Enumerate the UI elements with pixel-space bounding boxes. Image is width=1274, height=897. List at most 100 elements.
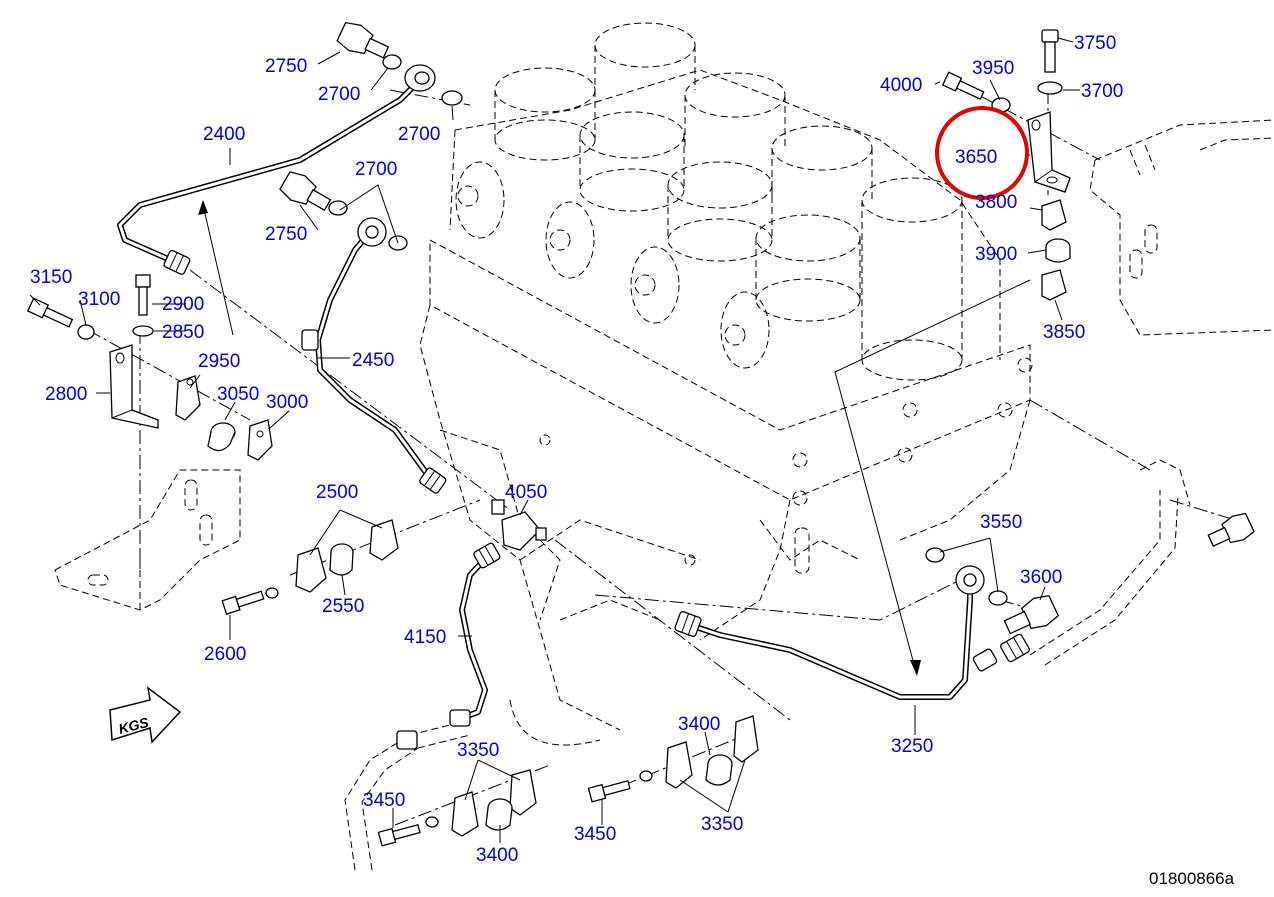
callout-4150[interactable]: 4150 <box>404 627 446 648</box>
cylinder-5 <box>667 161 773 262</box>
seal-ring-3550-a <box>925 547 945 563</box>
callout-2600[interactable]: 2600 <box>204 644 246 665</box>
fuel-pipe-2400 <box>117 64 436 275</box>
washer-3450-left <box>425 816 439 828</box>
washer-2600 <box>265 587 279 599</box>
callout-3950[interactable]: 3950 <box>972 58 1014 79</box>
screw-2900 <box>135 274 151 316</box>
callout-2800[interactable]: 2800 <box>45 384 87 405</box>
callout-3850[interactable]: 3850 <box>1043 322 1085 343</box>
banjo-bolt-2750-top <box>336 21 390 59</box>
screw-4000 <box>941 71 985 101</box>
drawing-code: 01800866a <box>1149 869 1235 888</box>
callout-3000[interactable]: 3000 <box>266 392 308 413</box>
seal-ring-2700-b <box>441 90 463 106</box>
cylinder-7 <box>755 214 861 322</box>
fuel-pipe-4150 <box>396 542 501 750</box>
clamp-3000 <box>247 419 273 461</box>
callout-2850[interactable]: 2850 <box>162 322 204 343</box>
bushing-2550 <box>329 543 354 576</box>
block-bolts <box>539 357 1033 574</box>
callout-3800[interactable]: 3800 <box>975 192 1017 213</box>
highlight-circle-3650 <box>935 106 1029 200</box>
washer-3700 <box>1037 81 1063 95</box>
seal-ring-2700-c <box>328 200 348 216</box>
callout-2950[interactable]: 2950 <box>198 351 240 372</box>
fuel-pipe-2450 <box>301 217 447 494</box>
banjo-bolt-right-far <box>1207 512 1255 547</box>
callout-3550[interactable]: 3550 <box>980 512 1022 533</box>
washer-3100 <box>77 324 95 340</box>
right-mount-bracket <box>1089 119 1274 336</box>
clamp-3800 <box>1041 199 1067 231</box>
callout-3100[interactable]: 3100 <box>78 289 120 310</box>
cylinder-8 <box>861 177 963 381</box>
clamp-3350-left-a <box>451 791 479 837</box>
bracket-3650 <box>1027 111 1071 193</box>
callout-2750[interactable]: 2750 <box>265 224 307 245</box>
callout-3600[interactable]: 3600 <box>1020 567 1062 588</box>
screw-3450-right <box>587 780 631 803</box>
cylinder-6 <box>771 125 873 200</box>
direction-badge: KGS <box>109 686 182 744</box>
phantom-hose-lower-left <box>344 719 471 871</box>
callout-3450[interactable]: 3450 <box>363 790 405 811</box>
tee-fitting-4050 <box>491 499 547 551</box>
callout-3400[interactable]: 3400 <box>678 714 720 735</box>
clamp-2950 <box>175 375 201 421</box>
bracket-2800 <box>109 344 159 429</box>
callout-2450[interactable]: 2450 <box>352 350 394 371</box>
clamp-3850 <box>1041 269 1067 301</box>
callout-3750[interactable]: 3750 <box>1074 33 1116 54</box>
clamp-3350-right-a <box>665 741 693 789</box>
callout-3650[interactable]: 3650 <box>955 147 997 168</box>
callout-2700[interactable]: 2700 <box>355 159 397 180</box>
screw-3750 <box>1041 29 1059 73</box>
left-mount-bracket <box>54 469 241 611</box>
cylinder-2 <box>594 22 696 90</box>
clamp-2500-left <box>295 547 327 593</box>
callout-3050[interactable]: 3050 <box>217 384 259 405</box>
leader-lines <box>29 37 1080 843</box>
direction-badge-label: KGS <box>117 714 151 737</box>
bushing-3050 <box>207 422 236 452</box>
phantom-hose-right <box>1029 459 1191 666</box>
bushing-3400-right <box>705 754 733 786</box>
callout-3700[interactable]: 3700 <box>1081 81 1123 102</box>
engine-block <box>419 22 1033 746</box>
callout-4050[interactable]: 4050 <box>505 482 547 503</box>
screw-3150 <box>26 297 74 328</box>
bushing-3900 <box>1045 238 1071 263</box>
washer-2850 <box>132 325 154 337</box>
banjo-bolt-3600 <box>1003 594 1060 635</box>
callout-labels: 2750 2700 2700 2400 2700 2750 3150 3100 … <box>30 33 1123 866</box>
callout-3250[interactable]: 3250 <box>891 736 933 757</box>
callout-3150[interactable]: 3150 <box>30 267 72 288</box>
seal-ring-2700-a <box>382 54 402 70</box>
flow-arrows <box>198 200 1031 676</box>
callout-2550[interactable]: 2550 <box>322 596 364 617</box>
clamp-2500-right <box>369 519 399 561</box>
callout-3350[interactable]: 3350 <box>701 814 743 835</box>
callout-3900[interactable]: 3900 <box>975 244 1017 265</box>
callout-4000[interactable]: 4000 <box>880 75 922 96</box>
banjo-bolt-2750-mid <box>279 171 332 212</box>
callout-2700[interactable]: 2700 <box>318 84 360 105</box>
callout-3350[interactable]: 3350 <box>457 740 499 761</box>
washer-3450-right <box>639 770 653 782</box>
callout-3400[interactable]: 3400 <box>476 845 518 866</box>
seal-ring-3550-b <box>988 590 1008 606</box>
callout-2400[interactable]: 2400 <box>203 124 245 145</box>
callout-2900[interactable]: 2900 <box>162 294 204 315</box>
clamp-3350-right-b <box>733 715 759 763</box>
callout-3450[interactable]: 3450 <box>574 824 616 845</box>
fuel-pipe-3250 <box>674 565 1030 700</box>
cylinder-4 <box>684 72 786 150</box>
cylinder-3 <box>579 111 685 212</box>
callout-2750[interactable]: 2750 <box>265 56 307 77</box>
screw-3450-left <box>377 824 421 847</box>
screw-2600 <box>221 590 265 615</box>
callout-2500[interactable]: 2500 <box>316 482 358 503</box>
injector-row <box>455 161 770 369</box>
callout-2700[interactable]: 2700 <box>398 124 440 145</box>
